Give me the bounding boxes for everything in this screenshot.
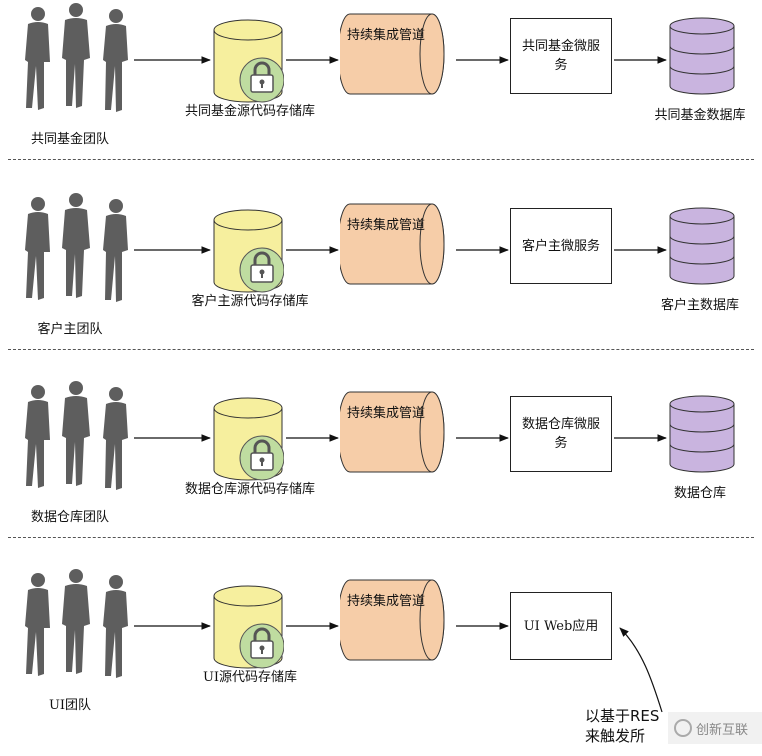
team-people-icon: [25, 569, 128, 678]
source-repo-icon: [213, 397, 284, 481]
team-label: 共同基金团队: [30, 132, 109, 147]
team-people-icon: [25, 193, 128, 302]
service-label: 客户主微服务: [521, 238, 600, 254]
lane-divider: [8, 349, 754, 350]
note-line-2: 来触发所: [585, 727, 646, 745]
source-repo-icon: [213, 19, 284, 103]
pipeline-label: 持续集成管道: [346, 28, 425, 43]
database-icon: [669, 207, 735, 285]
lane-divider: [8, 537, 754, 538]
repo-label: 数据仓库源代码存储库: [184, 482, 315, 497]
service-label: UI Web应用: [523, 618, 599, 634]
service-label: 数据仓库微服务: [521, 417, 600, 451]
pipeline-label: 持续集成管道: [346, 406, 425, 421]
ci-pipeline-icon: [340, 203, 445, 285]
lock-icon: [250, 627, 274, 659]
team-lane: 共同基金团队 共同基金源代码存储库 持续集成管道 共同基金微服务 共同基金: [0, 0, 762, 190]
service-box: 数据仓库微服务: [510, 396, 612, 472]
lock-icon: [250, 439, 274, 471]
service-box: 客户主微服务: [510, 208, 612, 284]
ci-pipeline-icon: [340, 391, 445, 473]
lock-icon: [250, 251, 274, 283]
team-label: 数据仓库团队: [30, 510, 109, 525]
team-lane: 数据仓库团队 数据仓库源代码存储库 持续集成管道 数据仓库微服务 数据仓库: [0, 378, 762, 568]
team-label: UI团队: [48, 698, 92, 713]
watermark-text: 创新互联: [696, 722, 749, 738]
source-repo-icon: [213, 585, 284, 669]
service-box: 共同基金微服务: [510, 18, 612, 94]
service-label: 共同基金微服务: [521, 39, 600, 73]
lane-divider: [8, 159, 754, 160]
ci-pipeline-icon: [340, 579, 445, 661]
rest-trigger-note: 以基于RES 来触发所: [585, 706, 659, 746]
team-lane: UI团队 UI源代码存储库 持续集成管道 UI Web应用: [0, 566, 762, 756]
repo-label: UI源代码存储库: [202, 670, 298, 685]
pipeline-label: 持续集成管道: [346, 218, 425, 233]
team-lane: 客户主团队 客户主源代码存储库 持续集成管道 客户主微服务 客户主数据库: [0, 190, 762, 380]
team-people-icon: [25, 3, 128, 112]
lock-icon: [250, 61, 274, 93]
repo-label: 共同基金源代码存储库: [184, 104, 315, 119]
service-box: UI Web应用: [510, 592, 612, 660]
watermark: 创新互联: [668, 712, 762, 744]
ci-pipeline-icon: [340, 13, 445, 95]
database-icon: [669, 17, 735, 95]
database-label: 共同基金数据库: [654, 108, 746, 123]
database-label: 客户主数据库: [660, 298, 739, 313]
database-label: 数据仓库: [673, 486, 726, 501]
source-repo-icon: [213, 209, 284, 293]
database-icon: [669, 395, 735, 473]
pipeline-label: 持续集成管道: [346, 594, 425, 609]
note-line-1: 以基于RES: [585, 707, 660, 725]
watermark-logo-icon: [674, 719, 692, 737]
repo-label: 客户主源代码存储库: [191, 294, 309, 309]
team-people-icon: [25, 381, 128, 490]
note-curved-arrow: [619, 627, 663, 713]
team-label: 客户主团队: [37, 322, 103, 337]
